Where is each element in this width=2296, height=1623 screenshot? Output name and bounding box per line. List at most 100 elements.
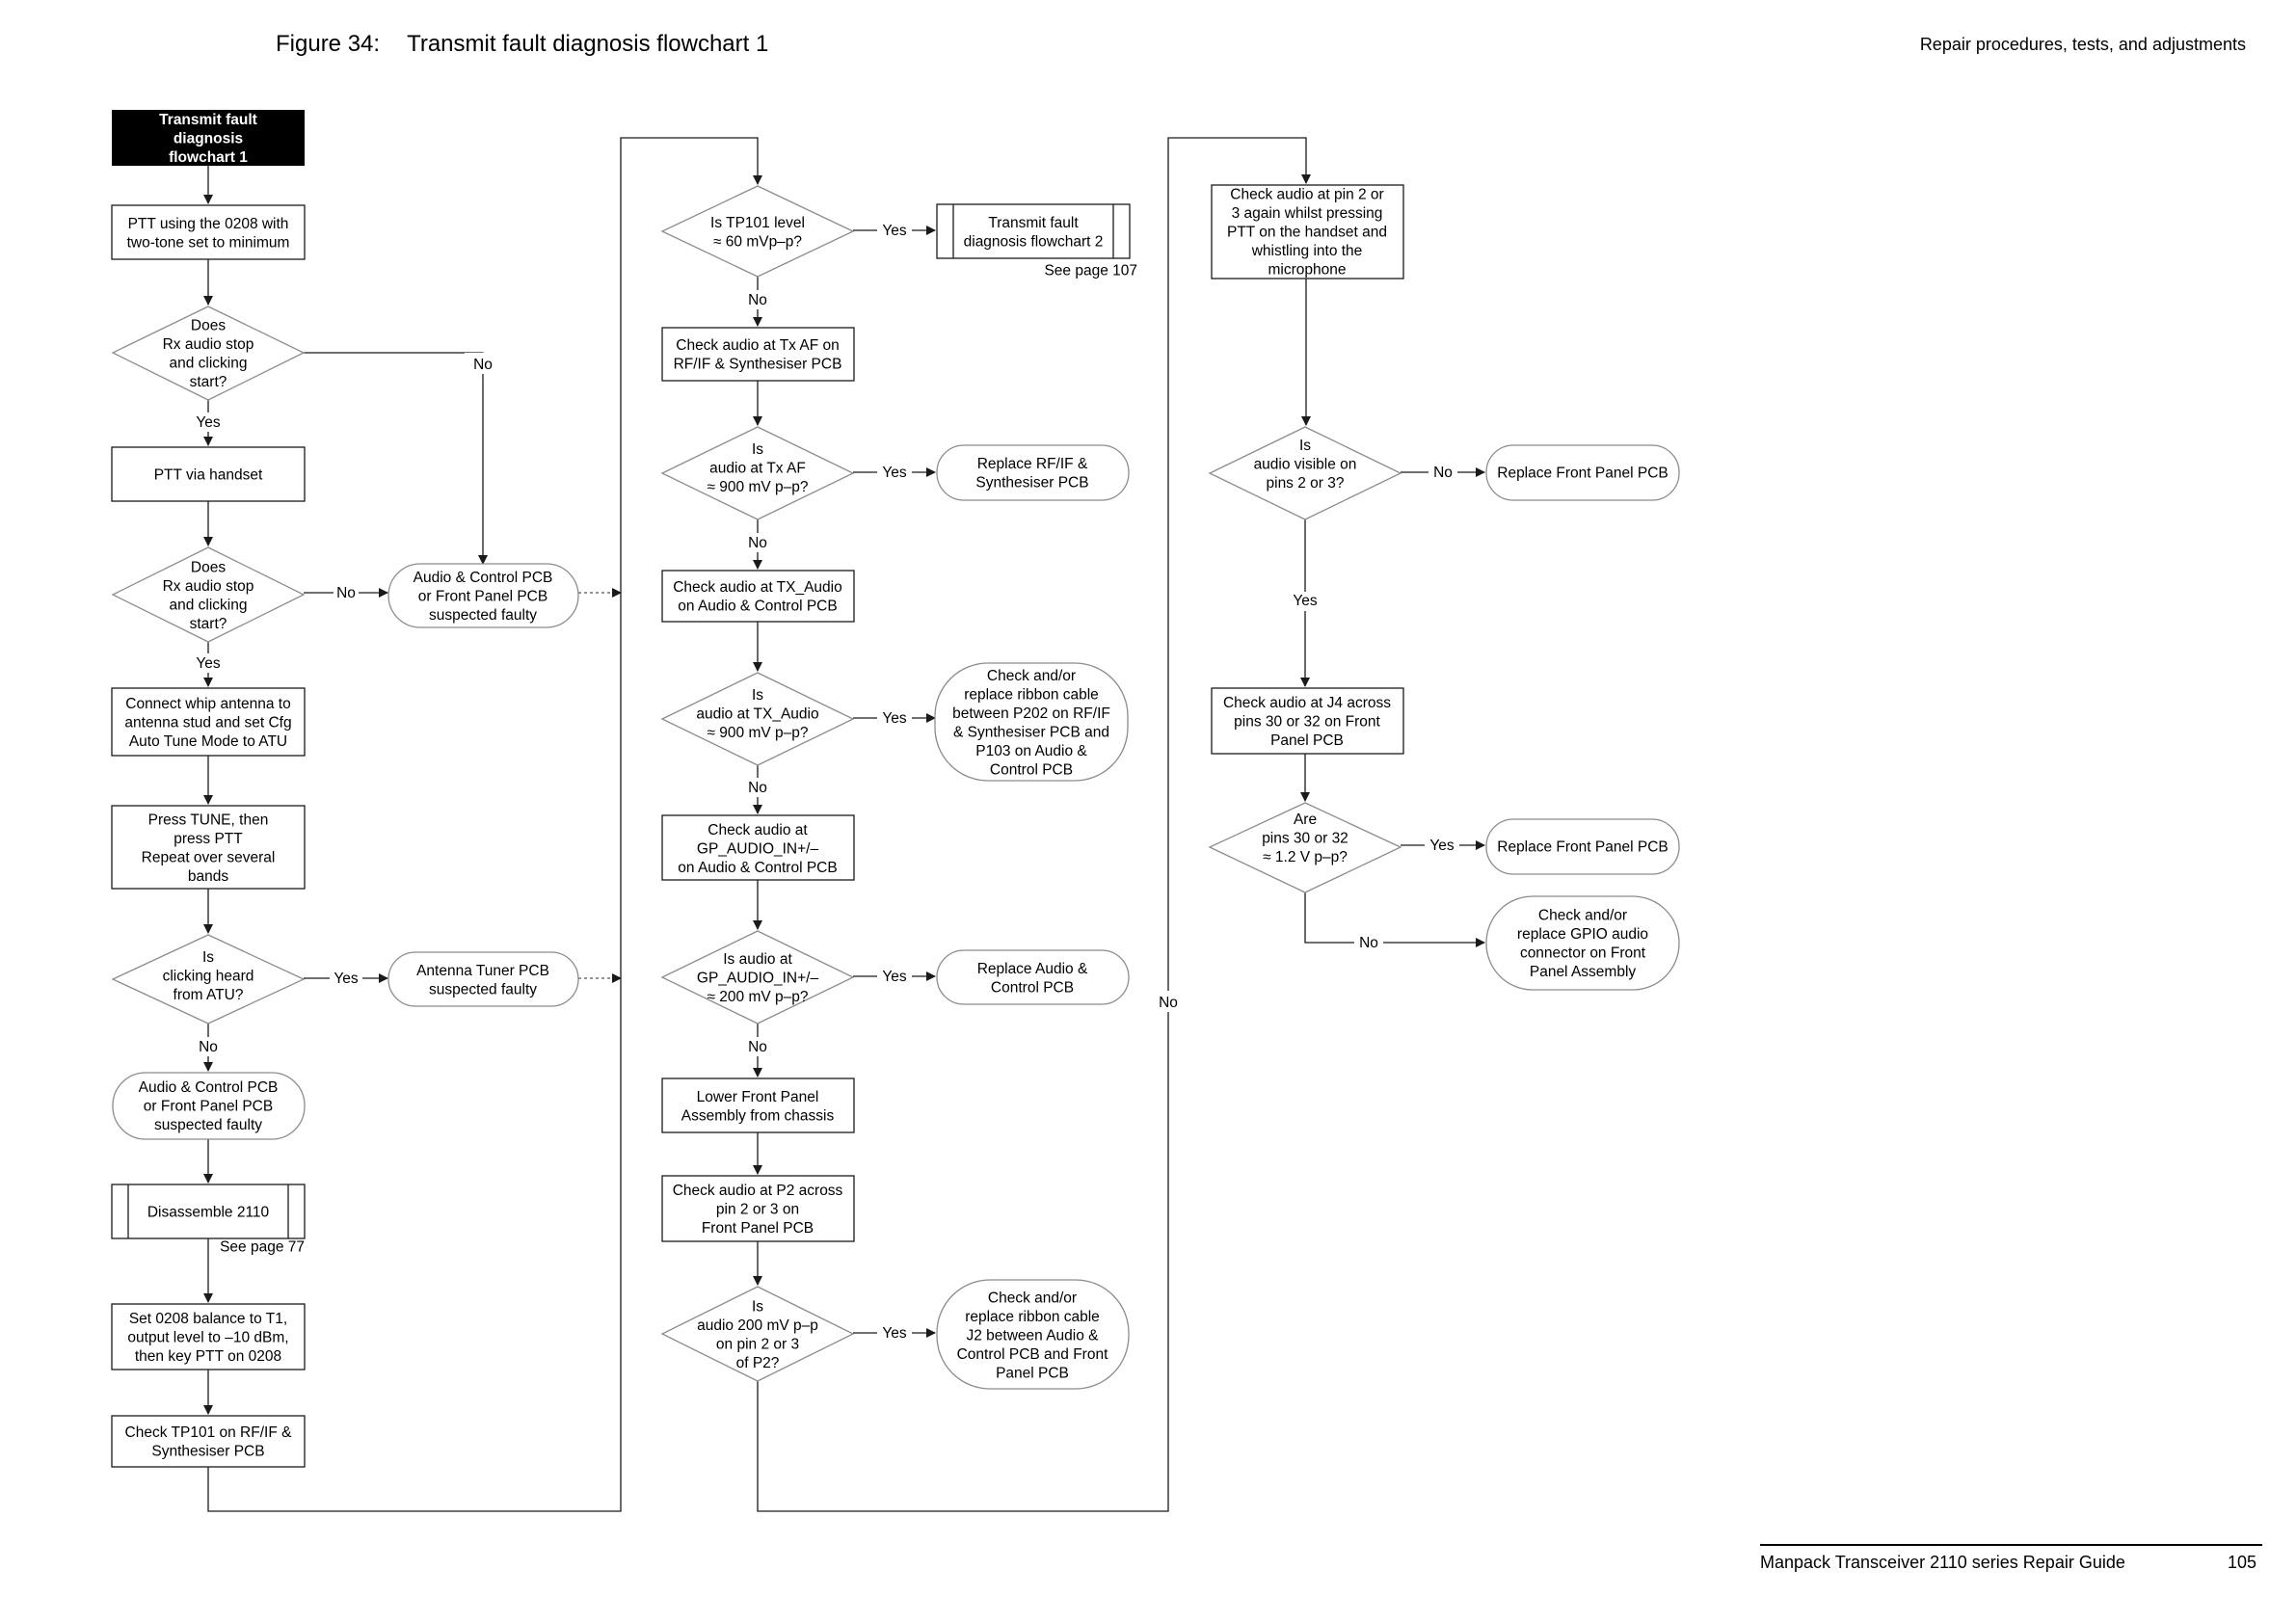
footer-page-number: 105 [2227,1553,2256,1572]
process-set-0208-label: Set 0208 balance to T1,output level to –… [127,1311,288,1365]
terminator-replace-front-panel-2: Replace Front Panel PCB [1485,818,1680,875]
terminator-replace-front-panel-2-label: Replace Front Panel PCB [1497,839,1668,856]
edge-label-no: No [336,585,356,601]
footer-guide-title: Manpack Transceiver 2110 series Repair G… [1760,1553,2125,1572]
edge-label-no: No [748,780,767,796]
process-check-tp101-label: Check TP101 on RF/IF &Synthesiser PCB [125,1424,293,1460]
edge-label-no: No [748,292,767,308]
edge-label-yes: Yes [882,1325,907,1342]
edge-label-no: No [1359,935,1378,951]
terminator-replace-front-panel-1-label: Replace Front Panel PCB [1497,466,1668,482]
footer-rule [1760,1544,2262,1546]
edge-label-yes: Yes [334,971,359,987]
edge-label-no: No [1433,465,1453,481]
section-title: Repair procedures, tests, and adjustment… [1919,35,2246,54]
edge-label-yes: Yes [882,969,907,985]
process-check-tp101: Check TP101 on RF/IF &Synthesiser PCB [111,1415,306,1468]
process-ptt-handset-label: PTT via handset [154,467,263,484]
subprocess-disassemble: Disassemble 2110 [111,1184,306,1239]
edge-label-yes: Yes [882,710,907,727]
terminator-replace-audio-control-label: Replace Audio &Control PCB [977,961,1088,997]
edge-label-yes: Yes [1429,838,1455,854]
edge-label-no: No [473,357,493,373]
terminator-replace-audio-control: Replace Audio &Control PCB [936,949,1130,1005]
see-page-107-ref: See page 107 [1044,263,1137,279]
decision-tp101-level-label: Is TP101 level≈ 60 mVp–p? [710,215,805,251]
edge-label-no: No [199,1039,218,1055]
edge-label-yes: Yes [196,414,221,431]
terminator-replace-rfif: Replace RF/IF &Synthesiser PCB [936,444,1130,501]
decision-tp101-level: Is TP101 level≈ 60 mVp–p? [660,185,855,278]
see-page-77-ref: See page 77 [220,1239,305,1256]
terminator-replace-front-panel-1: Replace Front Panel PCB [1485,444,1680,501]
connectors [203,137,1485,1512]
edge-label-no: No [748,1039,767,1055]
edge-label-yes: Yes [196,655,221,672]
edge-label-no: No [1159,995,1178,1011]
terminator-replace-rfif-label: Replace RF/IF &Synthesiser PCB [975,456,1088,492]
edge-label-yes: Yes [1293,593,1318,609]
figure-number: Figure 34: [276,31,381,57]
edge-labels: No Yes No Yes Yes No Yes No Yes No Yes N… [191,222,1459,1344]
edge-label-yes: Yes [882,465,907,481]
edge-label-yes: Yes [882,223,907,239]
subprocess-disassemble-label: Disassemble 2110 [147,1205,270,1221]
process-set-0208: Set 0208 balance to T1,output level to –… [111,1303,306,1370]
edge-label-no: No [748,535,767,551]
figure-caption: Figure 34:Transmit fault diagnosis flowc… [276,31,768,58]
process-ptt-handset: PTT via handset [111,446,306,502]
